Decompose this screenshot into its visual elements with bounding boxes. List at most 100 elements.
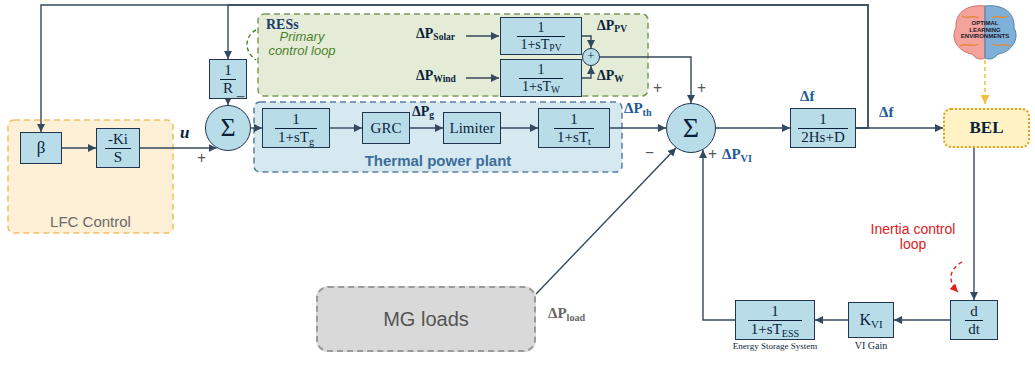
numerator: -Ki	[105, 131, 131, 148]
diagram-label: ΔPVI	[722, 146, 752, 163]
label-holder: Δf	[879, 104, 893, 121]
diagram-label: ΔPth	[624, 100, 652, 117]
signal-arrow	[894, 319, 950, 320]
numerator: 1	[519, 62, 563, 77]
input-arrow	[466, 35, 499, 36]
subscript: PV	[549, 43, 561, 53]
label-holder: +	[697, 80, 706, 98]
group-band: Thermal power plant 1 1+sTg GRC Limiter 1 1+…	[254, 102, 622, 172]
label-holder: ΔPPV	[597, 18, 627, 33]
diagram-label: Inertia control loop	[866, 222, 960, 253]
summing-junction: Σ	[205, 105, 251, 151]
subscript: g	[309, 135, 314, 146]
diagram-label: ΔPSolar	[416, 26, 455, 41]
denominator: R	[220, 79, 236, 97]
label-holder: OPTIMAL LEARNING ENVIRONMENTS	[959, 20, 1011, 40]
diagram-label: ΔPPV	[597, 18, 627, 33]
summing-junction: +	[582, 48, 600, 66]
block-label: Σ	[220, 114, 235, 143]
block-label: +	[588, 50, 595, 63]
block-box: 1 1+sTt	[538, 108, 610, 148]
signal-arrow	[716, 127, 790, 128]
group-band: LFC Control β -Ki S	[8, 120, 173, 233]
block-box: BEL	[943, 108, 1030, 148]
band-title: Thermal power plant	[254, 153, 622, 170]
subscript: g	[429, 110, 434, 120]
signal-arrow	[703, 150, 735, 320]
signal-arrow	[610, 127, 666, 128]
diagram-label: Primary control loop	[262, 30, 342, 59]
denominator: 1+sTg	[275, 128, 317, 146]
loop-arc	[951, 262, 962, 292]
block-box: d dt	[950, 300, 998, 340]
band-ground	[258, 14, 648, 96]
block-caption: VI Gain	[836, 340, 906, 351]
label-holder: Primary control loop	[262, 30, 342, 59]
subscript: W	[551, 85, 560, 95]
diagram-label: +	[708, 146, 717, 164]
band-ground	[8, 120, 173, 233]
brain-illustration	[954, 6, 1016, 104]
block-caption: Energy Storage System	[730, 342, 820, 352]
signal-arrow	[410, 127, 443, 128]
label-holder: Δf	[800, 88, 814, 105]
label-holder: Inertia control loop	[866, 222, 960, 253]
signal-arrow	[62, 147, 96, 148]
subscript: ESS	[782, 327, 800, 338]
block-box: -Ki S	[96, 128, 140, 168]
band-title: LFC Control	[8, 214, 173, 231]
signal-arrow	[501, 127, 538, 128]
numerator: 1	[220, 62, 236, 79]
block-label: β	[37, 139, 46, 158]
label-holder: ΔPW	[597, 68, 624, 83]
loop-arc	[247, 30, 256, 60]
numerator: d	[965, 303, 983, 320]
denominator: 1+sTW	[519, 78, 563, 94]
block-label: 1 1+sTPV	[517, 20, 564, 52]
block-label: -Ki S	[105, 131, 131, 165]
diagram-label: u	[180, 124, 189, 143]
signal-arrow	[973, 148, 974, 300]
denominator: S	[105, 148, 131, 166]
diagram-label: −	[236, 88, 245, 106]
subscript: th	[643, 107, 652, 118]
block-label: MG loads	[383, 308, 469, 330]
block-label: LFC Control	[8, 214, 173, 231]
diagram-label: +	[197, 150, 206, 168]
label-holder: −	[645, 144, 654, 162]
numerator: 1	[554, 111, 594, 128]
subscript: Wind	[433, 74, 456, 84]
label-holder: ΔPSolar	[416, 26, 455, 41]
label-holder: ΔPload	[548, 305, 585, 322]
block-label: 1 1+sTg	[275, 111, 317, 145]
signal-arrow	[582, 66, 591, 78]
label-holder: −	[236, 88, 245, 106]
diagram-label: ΔPWind	[416, 68, 456, 83]
block-label: GRC	[371, 120, 402, 137]
brain-gyri	[960, 16, 1010, 46]
signal-arrow	[856, 127, 943, 128]
input-arrow	[466, 77, 499, 78]
denominator: dt	[965, 320, 983, 338]
learning-arrow	[984, 60, 986, 104]
diagram-label: −	[645, 144, 654, 162]
signal-arrow	[330, 127, 362, 128]
label-holder: +	[708, 146, 717, 164]
block-box: 1 1+sTESSEnergy Storage System	[735, 300, 815, 340]
block-label: Σ	[683, 113, 699, 144]
denominator: 1+sTt	[554, 128, 594, 146]
block-label: 1 1+sTW	[519, 62, 563, 94]
subscript: Solar	[433, 32, 455, 42]
numerator: 1	[748, 303, 803, 320]
diagram-label: +	[697, 80, 706, 98]
block-label: Limiter	[450, 120, 495, 137]
signal-arrow	[536, 148, 676, 294]
denominator: 1+sTESS	[748, 320, 803, 338]
block-box: GRC	[362, 112, 410, 144]
signal-arrow	[251, 127, 262, 128]
block-box: 1 1+sTPV	[500, 17, 582, 55]
diagram-label: OPTIMAL LEARNING ENVIRONMENTS	[959, 20, 1011, 40]
subscript: load	[567, 312, 586, 323]
diagram-label: ΔPg	[412, 104, 434, 119]
